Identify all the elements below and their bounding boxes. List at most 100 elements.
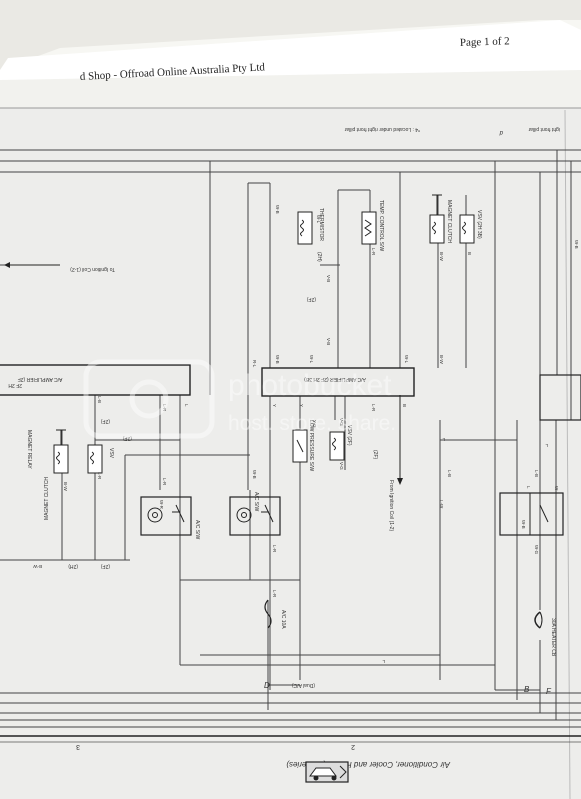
footer-column-3: 3 <box>76 743 80 750</box>
diagram-sheet <box>0 108 581 799</box>
heater-cb-label: 30A HEATER CB <box>550 618 556 657</box>
wire-label: L <box>545 443 548 448</box>
diagram-title: Air Conditioner, Cooler and Heater (60 S… <box>286 760 451 769</box>
wire-label: W-B <box>275 355 280 364</box>
wire-label: V-G <box>339 418 344 426</box>
conn-2f-d-label: (2F) <box>123 435 133 441</box>
wire-label: L-R <box>162 404 167 412</box>
wire-label: W-L <box>316 215 321 224</box>
wire-label: L-R <box>97 472 102 480</box>
vsv-left <box>87 444 103 474</box>
footer-column-2: 2 <box>351 743 355 750</box>
ignition-arrow-down <box>397 395 403 485</box>
ac-amplifier-center-label: A/C AMPLIFIER (2F 2H 3B) <box>304 376 366 382</box>
wire-label: R-L <box>252 360 257 368</box>
vsv-center-label: VSV (2F) <box>346 425 352 446</box>
temp-control-switch <box>361 211 377 245</box>
ac-amplifier-left-label: A/C AMPLIFIER (2F <box>18 376 63 382</box>
photobucket-watermark: photobucket host. store. share. <box>83 359 396 439</box>
conn-2f-e-label: (2F) <box>101 418 111 424</box>
wire-label: W-R <box>159 500 164 510</box>
wire-label: W-L <box>404 355 409 364</box>
wire-label: L <box>184 404 189 407</box>
wire-label: B-W <box>33 564 43 569</box>
watermark-brand: photobucket <box>228 369 392 402</box>
wire-label: B-W <box>439 252 444 262</box>
wire-labels: W-B W-B W-B W-B W-B W-L W-L W-L V-B V-B … <box>33 205 580 664</box>
wire-label: L-R <box>162 478 167 486</box>
temp-control-label: TEMP. CONTROL S/W <box>378 200 384 251</box>
magnet-clutch-left <box>53 429 69 474</box>
conn-2f-label: (2F) <box>307 296 317 302</box>
vsv-right-label: VSV (2H 3B) <box>476 210 482 239</box>
wire-label: W-B <box>574 240 579 249</box>
thermistor-label: THERMISTOR <box>318 208 324 241</box>
vsv-center <box>329 431 345 461</box>
top-bus-lines <box>0 149 581 173</box>
ignition-arrow-left <box>4 262 60 268</box>
point-f: F <box>546 687 552 696</box>
right-sheet-edge <box>564 109 571 799</box>
wire-label: W-B <box>275 205 280 214</box>
magnet-clutch-left-label: MAGNET CLUTCH <box>44 477 50 520</box>
paper-fold-shadow <box>0 70 581 110</box>
wire-label: B-W <box>439 355 444 365</box>
ac-switch-center-label: A/C S/W <box>253 492 259 511</box>
fuse-10a-label: A/C 10A <box>280 610 286 629</box>
conn-2h-b-label: (2H) <box>68 563 78 569</box>
wire-label: L-R <box>272 545 277 553</box>
wire-label: L-B <box>97 396 102 403</box>
vsv-right <box>459 214 475 244</box>
wire-label: W-B <box>521 520 526 529</box>
dual-ac-label: (Dual A/C) <box>292 682 315 688</box>
ac-switch-left <box>140 496 192 536</box>
fuse-10a <box>264 599 272 629</box>
wire-label: L <box>442 437 445 442</box>
ac-amplifier-left-box <box>0 364 191 396</box>
magnet-clutch-right-label: MAGNET CLUTCH <box>446 200 452 243</box>
from-ignition-label: From Ignition Coil (1-2) <box>388 480 394 531</box>
vsv-left-label: VSV <box>108 448 114 459</box>
wire-label: V-B <box>326 338 331 345</box>
wire-label: Y <box>272 404 277 407</box>
conn-2f-b-label: (2F) <box>372 450 378 460</box>
wire-label: W-B <box>252 470 257 479</box>
thermistor <box>297 211 313 245</box>
point-d-pillar: d <box>499 129 503 135</box>
wire-label: V-B <box>326 275 331 282</box>
conn-2f-c-label: (2F) <box>101 563 111 569</box>
wire-label: B-W <box>63 482 68 492</box>
wire-label: L <box>382 659 385 664</box>
right-relay-box <box>499 492 564 536</box>
thermistor-conn: (2H) <box>316 252 322 262</box>
magnet-relay-label: MAGNET RELAY <box>26 430 32 469</box>
wire-label: L-B <box>447 470 452 477</box>
wire-label: L-R <box>371 248 376 256</box>
magnet-clutch-right <box>429 194 445 244</box>
watermark-tagline: host. store. share. <box>228 412 396 435</box>
wire-label: W-L <box>309 355 314 364</box>
ac-amplifier-center-box <box>261 367 415 397</box>
heater-circuit-breaker <box>534 611 543 629</box>
wire-label: L-R <box>371 404 376 412</box>
conn-2h-c-label: 2F 2H <box>8 382 22 388</box>
ac-switch-left-label: A/C S/W <box>194 520 200 539</box>
wire-label: Y-G <box>312 420 317 428</box>
wire-label: V-G <box>339 462 344 470</box>
wire-label: L <box>526 486 531 489</box>
bottom-bus-lines <box>0 692 581 737</box>
point-d: D <box>264 681 270 690</box>
wire-label: B <box>402 404 407 407</box>
page-number: Page 1 of 2 <box>460 35 510 49</box>
wire-label: L-W <box>439 500 444 509</box>
point-b: B <box>524 685 530 694</box>
vehicle-icon <box>305 761 349 783</box>
ac-switch-center <box>229 496 281 536</box>
low-pressure-label: LOW PRESSURE S/W <box>308 420 314 471</box>
wire-label: W <box>554 486 559 491</box>
low-pressure-switch <box>292 429 308 463</box>
to-ignition-label: To Ignition Coil (1-2) <box>70 266 115 272</box>
wire-label: B <box>467 252 472 255</box>
